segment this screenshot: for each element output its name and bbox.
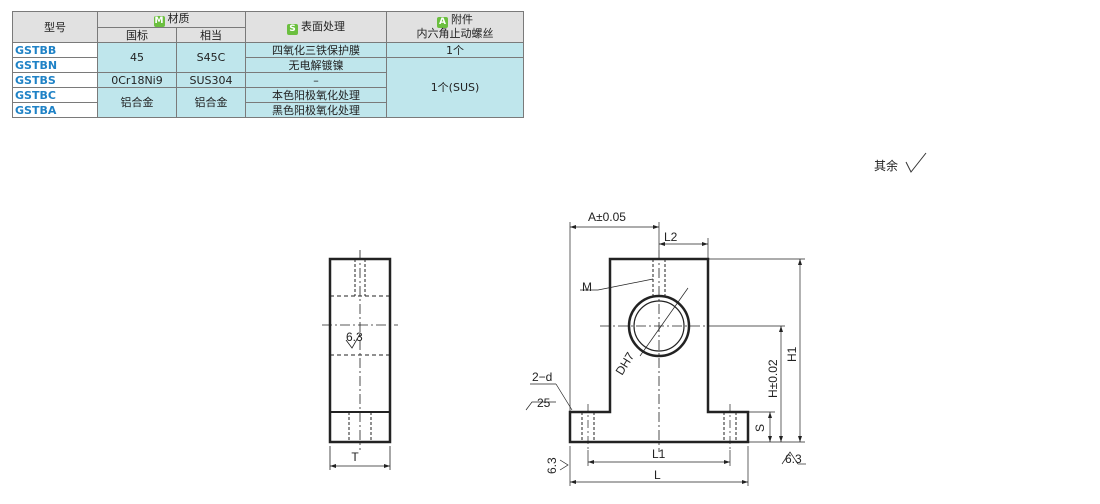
roughness-25: 25 — [537, 396, 551, 410]
accessory-value: 1个(SUS) — [386, 57, 524, 118]
dim-A: A±0.05 — [588, 210, 626, 224]
header-accessory-sub: 内六角止动螺丝 — [416, 27, 494, 40]
material-national: 45 — [97, 42, 177, 73]
roughness-note-text: 其余 — [874, 159, 899, 173]
table-row: GSTBA 黑色阳极氧化处理 — [12, 102, 524, 118]
surface-treatment: 黑色阳极氧化处理 — [245, 102, 387, 118]
model-code: GSTBN — [12, 57, 98, 73]
header-accessory-label: 附件 — [451, 13, 473, 26]
material-tag: M — [153, 16, 165, 27]
material-national: 铝合金 — [97, 87, 177, 118]
accessory-tag: A — [437, 17, 448, 28]
dim-2d: 2−d — [532, 370, 552, 384]
dim-H1: H1 — [785, 346, 799, 362]
surface-treatment: – — [245, 72, 387, 88]
surface-treatment: 四氧化三铁保护膜 — [245, 42, 387, 58]
roughness-left: 6.3 — [545, 457, 559, 474]
table-row: GSTBB 45 S45C 四氧化三铁保护膜 1个 — [12, 42, 524, 73]
dim-H: H±0.02 — [766, 359, 780, 398]
material-equivalent: 铝合金 — [176, 87, 246, 118]
surface-treatment: 无电解镀镍 — [245, 57, 387, 73]
roughness-check-icon — [905, 152, 927, 173]
material-national: 0Cr18Ni9 — [97, 72, 177, 88]
model-code: GSTBC — [12, 87, 98, 103]
model-code: GSTBB — [12, 42, 98, 58]
roughness-right: 6.3 — [785, 452, 802, 466]
front-view — [525, 222, 806, 486]
model-code: GSTBS — [12, 72, 98, 88]
table-row: GSTBS 0Cr18Ni9 SUS304 – — [12, 72, 524, 88]
material-equivalent: S45C — [176, 42, 246, 73]
material-equivalent: SUS304 — [176, 72, 246, 88]
header-model: 型号 — [12, 11, 98, 43]
dim-L2: L2 — [664, 230, 678, 244]
table-row: GSTBC 铝合金 铝合金 本色阳极氧化处理 — [12, 87, 524, 118]
table-row: GSTBN 无电解镀镍 1个(SUS) — [12, 57, 524, 118]
label-DH7: DH7 — [613, 350, 638, 378]
model-code: GSTBA — [12, 102, 98, 118]
accessory-value: 1个 — [386, 42, 524, 58]
dim-L: L — [654, 468, 661, 482]
dim-T: T — [351, 450, 359, 464]
header-material-label: 材质 — [167, 12, 190, 25]
side-view — [322, 250, 398, 470]
side-roughness-label: 6.3 — [346, 330, 363, 344]
header-surface-label: 表面处理 — [301, 19, 345, 33]
dim-L1: L1 — [652, 447, 666, 461]
label-M: M — [582, 280, 592, 294]
header-equivalent: 相当 — [176, 27, 246, 43]
roughness-note: 其余 — [874, 148, 927, 174]
surface-tag: S — [287, 23, 298, 35]
surface-treatment: 本色阳极氧化处理 — [245, 87, 387, 103]
header-national: 国标 — [97, 27, 177, 43]
dim-S: S — [753, 424, 767, 432]
